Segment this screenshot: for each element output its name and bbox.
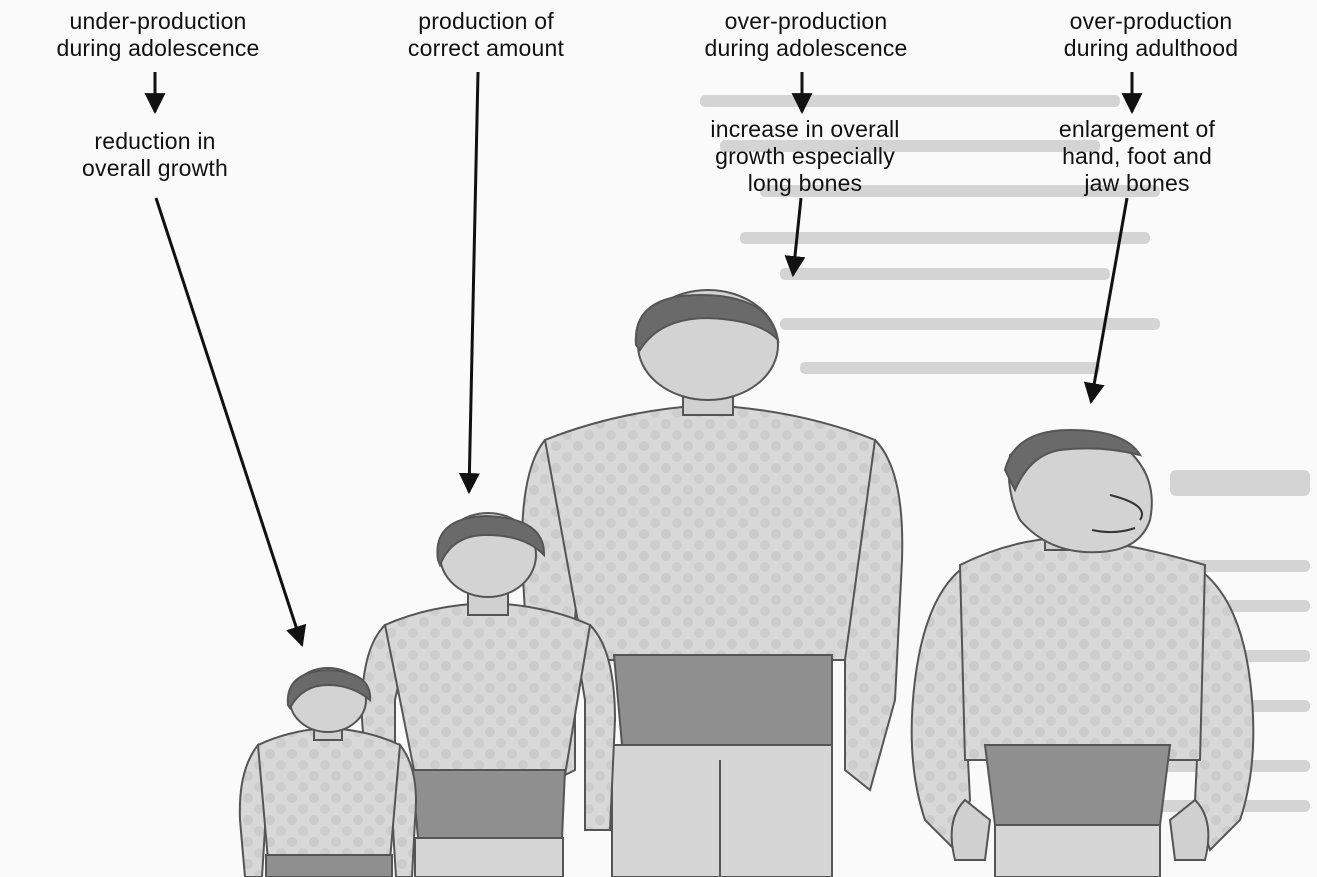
condition-label-1: under-production during adolescence — [18, 8, 298, 62]
arrow-effect-to-figure-4 — [1091, 198, 1127, 402]
condition-3-line-1: over-production — [636, 8, 976, 35]
condition-label-2: production of correct amount — [352, 8, 620, 62]
arrow-condition-to-figure-2 — [469, 72, 478, 492]
condition-4-line-2: during adulthood — [995, 35, 1307, 62]
figure-adult-acromegaly — [912, 430, 1254, 877]
effect-4-line-3: jaw bones — [992, 170, 1282, 197]
condition-label-3: over-production during adolescence — [636, 8, 976, 62]
condition-label-4: over-production during adulthood — [995, 8, 1307, 62]
condition-1-line-1: under-production — [18, 8, 298, 35]
figure-tall-adolescent — [522, 290, 902, 877]
effect-label-4: enlargement of hand, foot and jaw bones — [992, 116, 1282, 197]
condition-2-line-2: correct amount — [352, 35, 620, 62]
effect-label-3: increase in overall growth especially lo… — [640, 116, 970, 197]
effect-3-line-2: growth especially — [640, 143, 970, 170]
arrow-effect-to-figure-1 — [156, 198, 302, 645]
effect-1-line-2: overall growth — [10, 155, 300, 182]
effect-3-line-3: long bones — [640, 170, 970, 197]
effect-4-line-1: enlargement of — [992, 116, 1282, 143]
condition-2-line-1: production of — [352, 8, 620, 35]
condition-4-line-1: over-production — [995, 8, 1307, 35]
condition-3-line-2: during adolescence — [636, 35, 976, 62]
effect-3-line-1: increase in overall — [640, 116, 970, 143]
effect-4-line-2: hand, foot and — [992, 143, 1282, 170]
effect-label-1: reduction in overall growth — [10, 128, 300, 182]
effect-1-line-1: reduction in — [10, 128, 300, 155]
condition-1-line-2: during adolescence — [18, 35, 298, 62]
